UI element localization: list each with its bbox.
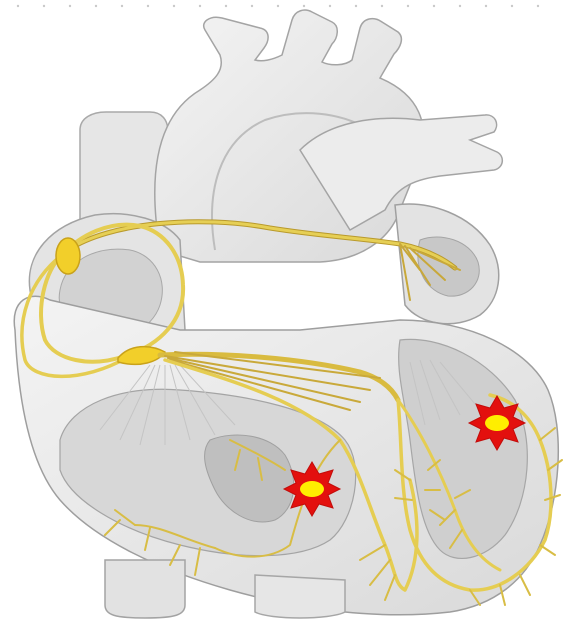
- inferior-vena-cava: [105, 560, 185, 618]
- top-dotted-ruler: [17, 5, 539, 7]
- sinoatrial-node: [56, 238, 80, 274]
- ectopic-focus-right: [469, 396, 525, 450]
- starburst-core: [300, 481, 324, 497]
- ectopic-focus-left: [284, 462, 340, 516]
- starburst-core: [485, 415, 509, 431]
- descending-aorta-stub: [255, 575, 345, 618]
